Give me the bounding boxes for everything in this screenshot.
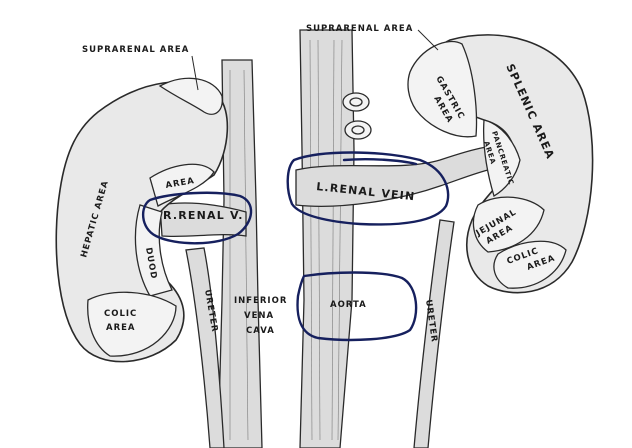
label-inferior: INFERIOR [234,296,287,306]
aorta-vessel [300,30,354,448]
suprarenal-right-leader [418,30,438,50]
label-colic-left-1: COLIC [104,309,137,319]
label-cava: CAVA [246,326,275,336]
artery-section-upper-inner [350,98,362,106]
label-suprarenal-right: SUPRARENAL AREA [306,24,413,34]
left-ureter-vessel [186,248,224,448]
artery-section-lower-inner [352,126,364,134]
label-r-renal-v: R.RENAL V. [163,209,244,222]
annotation-arrow-stroke [344,159,416,164]
label-colic-left-2: AREA [106,323,136,333]
label-suprarenal-left: SUPRARENAL AREA [82,45,189,55]
label-vena: VENA [244,311,274,321]
label-aorta: AORTA [330,300,367,310]
